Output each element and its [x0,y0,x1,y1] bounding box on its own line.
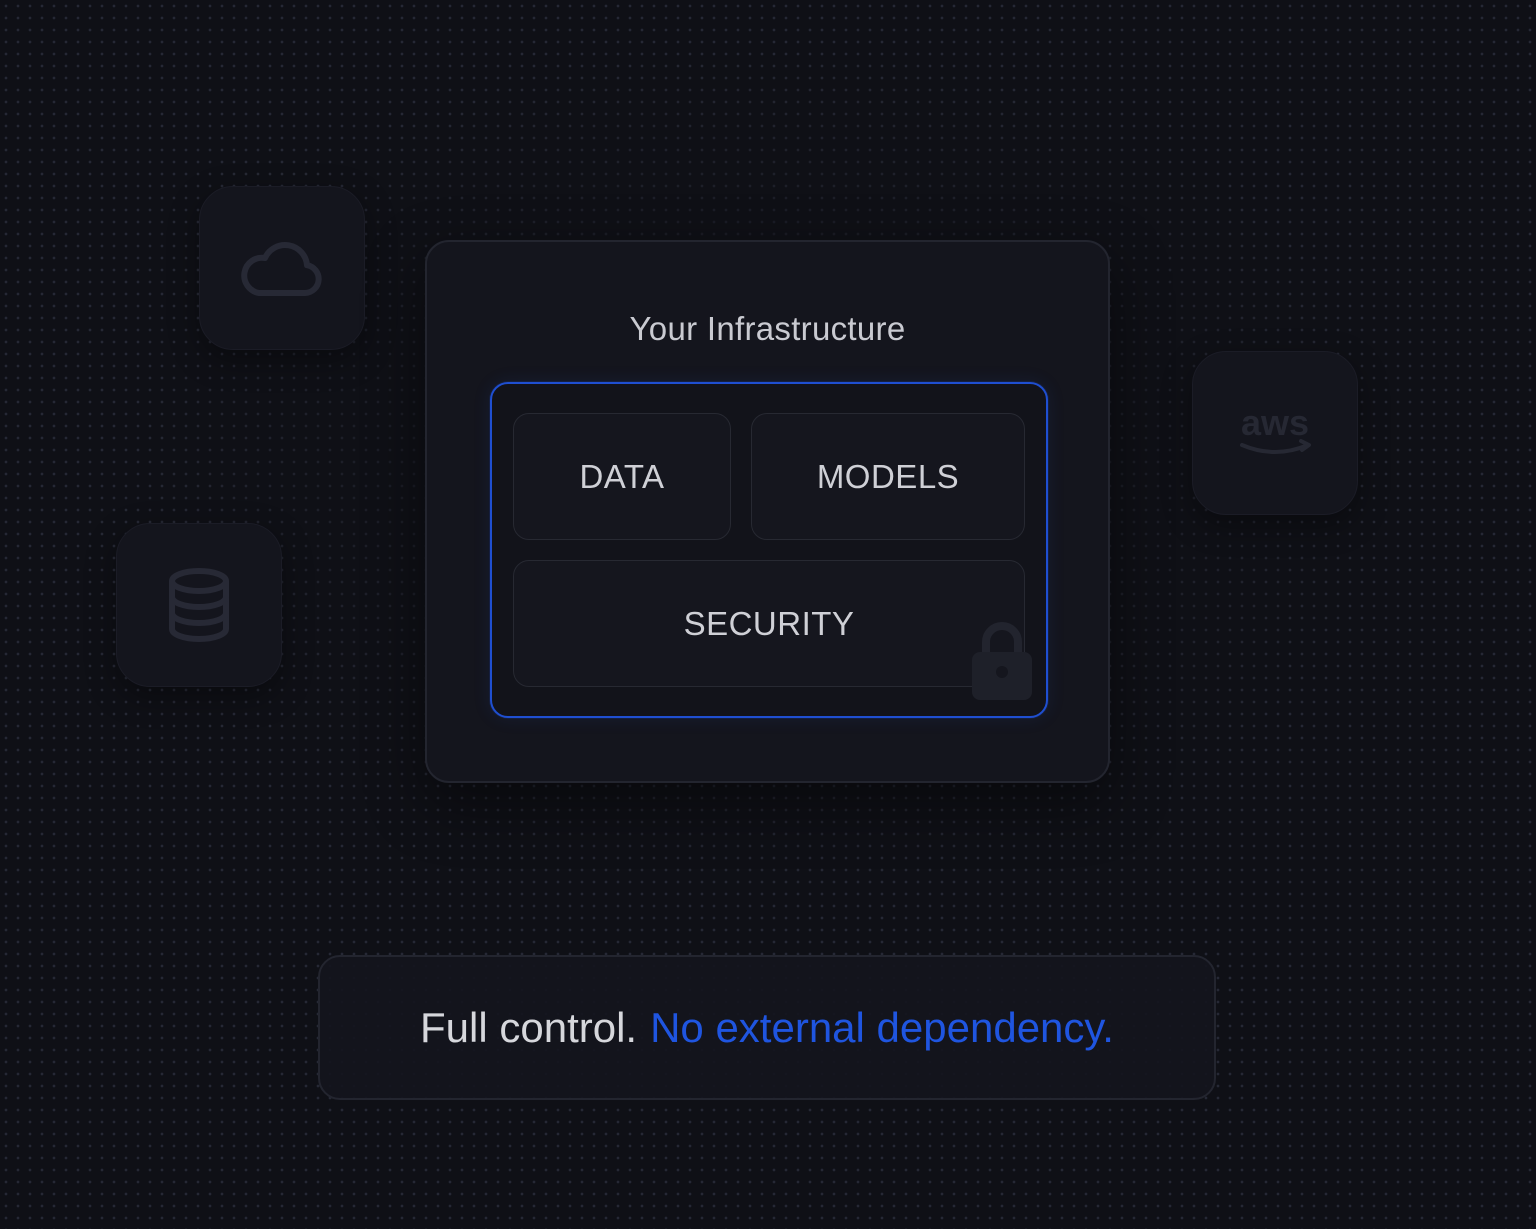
tagline-banner: Full control. No external dependency. [318,955,1216,1100]
cloud-tile [199,186,365,350]
tagline-accent-text: No external dependency. [650,1003,1114,1051]
aws-logo-icon: aws [1240,403,1311,454]
tagline-primary-text: Full control. [420,1003,638,1051]
data-module: DATA [513,413,731,540]
aws-tile: aws [1192,351,1358,515]
security-module: SECURITY [513,560,1025,687]
infrastructure-modules-container: DATA MODELS SECURITY [490,382,1048,718]
database-tile [116,523,282,687]
infrastructure-card: Your Infrastructure DATA MODELS SECURITY [425,240,1110,783]
aws-logo-text: aws [1241,403,1309,443]
lock-icon [972,622,1032,700]
models-module: MODELS [751,413,1025,540]
infrastructure-title: Your Infrastructure [629,310,906,347]
database-icon [169,568,229,642]
cloud-icon [241,242,322,296]
